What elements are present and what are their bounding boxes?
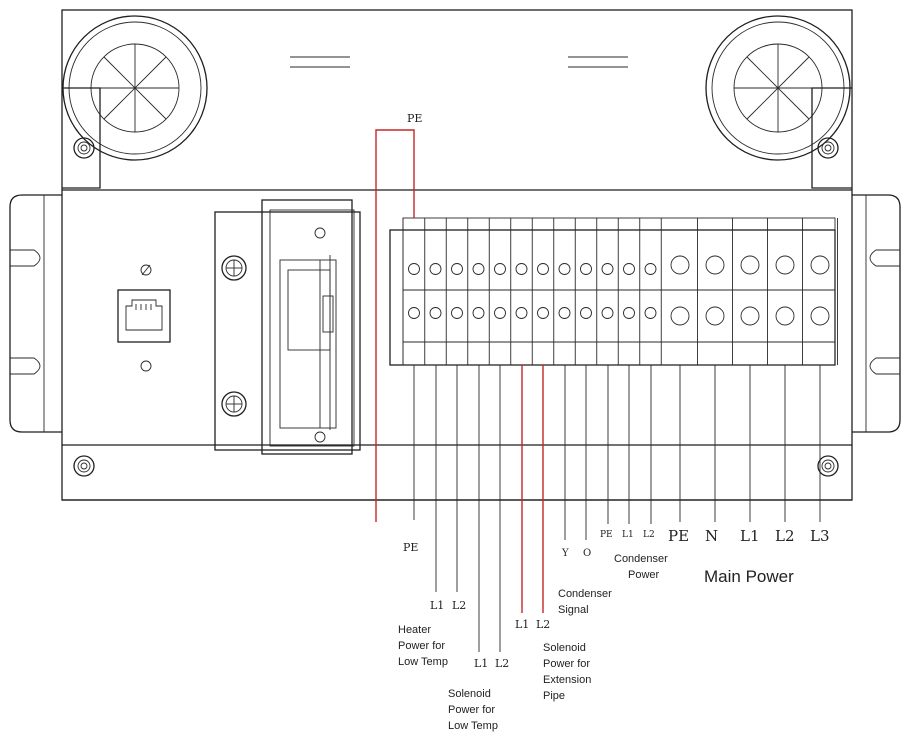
solenoid-low-l2-label: L2: [495, 657, 509, 670]
screw-icon: [817, 455, 839, 477]
heater-l1-label: L1: [430, 599, 444, 612]
main-l2-label: L2: [775, 527, 795, 545]
main-l1-label: L1: [740, 527, 760, 545]
network-port-icon: [117, 264, 171, 372]
screw-icon: [73, 455, 95, 477]
terminal-screw-icon: [537, 307, 549, 319]
solenoid-low-l1-label: L1: [474, 657, 488, 670]
main-power-label: Main Power: [704, 567, 794, 586]
condenser-signal-y-label: Y: [561, 548, 569, 559]
right-mounting-bracket: [852, 194, 901, 433]
condenser-power-l1-label: L1: [622, 530, 634, 540]
terminal-screw-icon: [810, 255, 830, 275]
fan-guard-right: [705, 15, 852, 189]
terminal-screw-icon: [451, 263, 463, 275]
pe-top-label: PE: [407, 112, 422, 125]
screw-icon: [221, 391, 247, 417]
condenser-signal-description: Condenser Signal: [558, 588, 615, 616]
solenoid-low-description: Solenoid Power for Low Temp: [448, 688, 498, 732]
screw-icon: [817, 137, 839, 159]
terminal-screw-icon: [670, 255, 690, 275]
terminal-screw-icon: [580, 263, 592, 275]
heater-description: Heater Power for Low Temp: [398, 624, 448, 668]
main-pe-label: PE: [668, 527, 689, 545]
wires: [413, 365, 821, 652]
left-mounting-bracket: [9, 194, 62, 433]
terminal-screw-icon: [429, 307, 442, 319]
pe-wire-route: [375, 129, 415, 522]
condenser-power-description: Condenser Power: [614, 553, 671, 581]
terminal-screw-icon: [775, 306, 795, 326]
screw-icon: [221, 255, 247, 281]
solenoid-ext-l2-label: L2: [536, 618, 550, 631]
terminal-screw-icon: [580, 307, 592, 319]
terminal-screw-icon: [494, 307, 506, 319]
terminal-screw-icon: [810, 306, 830, 326]
labels: PE PE L1 L2 Heater Power for Low Temp L1…: [398, 112, 830, 732]
terminal-screw-icon: [408, 263, 420, 275]
terminal-screw-icon: [623, 263, 635, 275]
terminal-block: [389, 217, 838, 366]
terminal-screw-icon: [670, 306, 690, 326]
terminal-screw-icon: [451, 307, 463, 319]
terminal-screw-icon: [601, 307, 614, 319]
main-n-label: N: [705, 527, 718, 545]
screw-icon: [73, 137, 95, 159]
solenoid-ext-l1-label: L1: [515, 618, 529, 631]
condenser-power-l2-label: L2: [643, 530, 655, 540]
terminal-screw-icon: [601, 263, 614, 275]
terminal-screw-icon: [740, 306, 760, 326]
terminal-screw-icon: [705, 255, 725, 275]
terminal-screw-icon: [740, 255, 760, 275]
solenoid-ext-description: Solenoid Power for Extension Pipe: [543, 642, 594, 702]
terminal-screw-icon: [472, 307, 485, 319]
terminal-screw-icon: [537, 263, 549, 275]
breaker-module: [214, 199, 361, 455]
terminal-screw-icon: [705, 306, 725, 326]
terminal-screw-icon: [644, 263, 657, 275]
condenser-signal-o-label: O: [583, 548, 591, 559]
pe-bottom-label: PE: [403, 541, 418, 554]
fan-guard-left: [62, 15, 208, 189]
terminal-screw-icon: [515, 263, 528, 275]
terminal-screw-icon: [472, 263, 485, 275]
terminal-screw-icon: [558, 263, 571, 275]
condenser-power-pe-label: PE: [600, 530, 613, 540]
terminal-screw-icon: [644, 307, 657, 319]
main-l3-label: L3: [810, 527, 830, 545]
terminal-screw-icon: [623, 307, 635, 319]
terminal-screw-icon: [775, 255, 795, 275]
terminal-screw-icon: [494, 263, 506, 275]
terminal-screw-icon: [515, 307, 528, 319]
screws: [73, 137, 839, 477]
heater-l2-label: L2: [452, 599, 466, 612]
terminal-screw-icon: [558, 307, 571, 319]
terminal-screw-icon: [429, 263, 442, 275]
terminal-screw-icon: [408, 307, 420, 319]
terminal-row: [402, 218, 838, 365]
